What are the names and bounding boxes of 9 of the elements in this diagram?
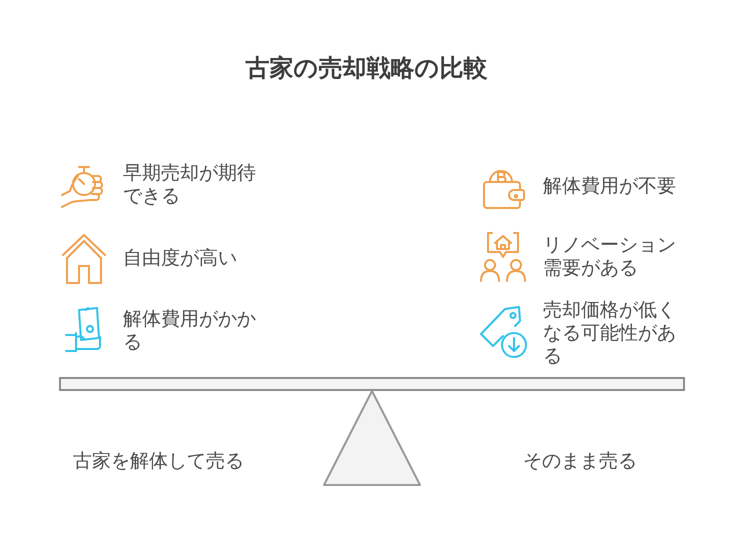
feature-text: 解体費用が不要 [543,175,677,198]
option-label: 古家を解体して売る [73,450,245,473]
diagram-title: 古家の売却戦略の比較 [244,53,488,83]
feature-text: 売却価格が低くなる可能性がある [543,299,677,368]
option-label: そのまま売る [523,450,638,473]
feature-text: 早期売却が期待できる [123,162,257,208]
feature-text: リノベーション需要がある [543,234,677,280]
feature-text: 解体費用がかかる [123,308,257,354]
feature-text: 自由度が高い [123,247,238,270]
